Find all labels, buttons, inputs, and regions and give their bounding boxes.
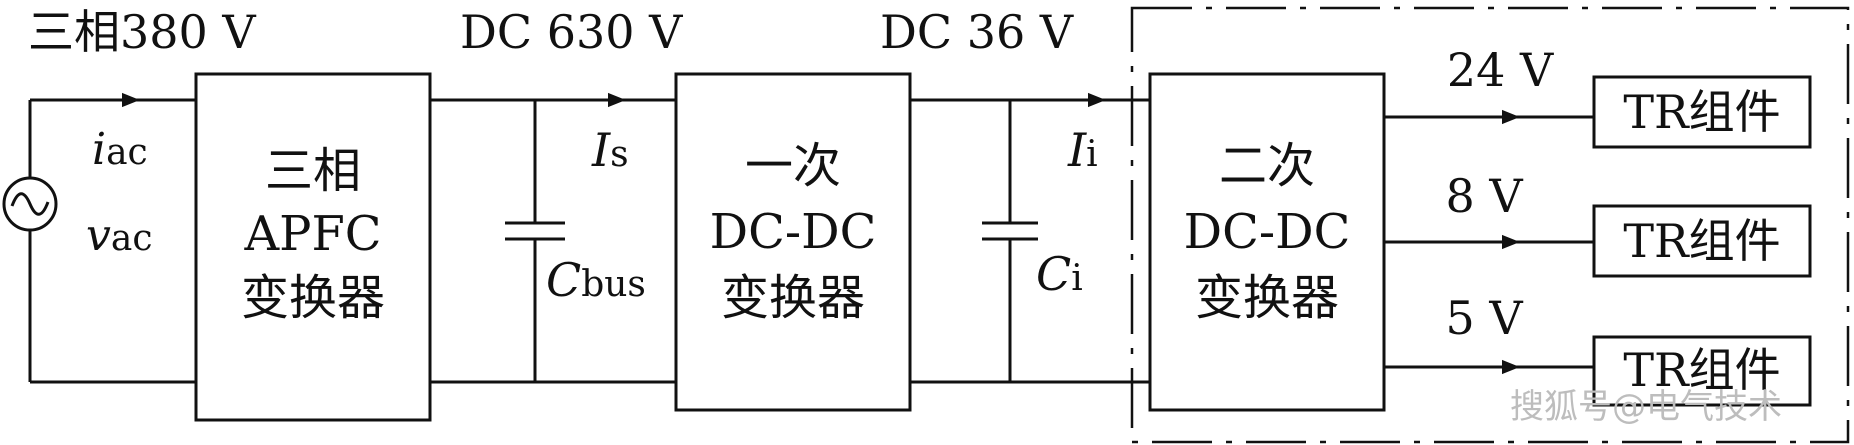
- apfc-line-1: 三相: [265, 143, 361, 199]
- output-24v-label: 24 V: [1447, 43, 1554, 97]
- i-ac-label: iac: [92, 124, 148, 175]
- secondary-stage-enclosure: [1130, 6, 1850, 444]
- watermark: 搜狐号@电气技术: [1510, 387, 1782, 427]
- apfc-line-2: APFC: [244, 206, 382, 262]
- tr-module-3: [1592, 335, 1812, 407]
- bus-voltage-label: DC 630 V: [460, 5, 683, 59]
- mid-voltage-label: DC 36 V: [880, 5, 1074, 59]
- dcdc1-line-3: 变换器: [721, 270, 865, 326]
- tr-module-1: [1592, 75, 1812, 149]
- tr-module-2-label: TR组件: [1623, 214, 1780, 268]
- output-8v-label: 8 V: [1445, 169, 1523, 223]
- tr-module-1-label: TR组件: [1623, 85, 1780, 139]
- apfc-line-3: 变换器: [241, 270, 385, 326]
- c-bus-label: Cbus: [546, 253, 646, 307]
- input-voltage-label: 三相380 V: [28, 5, 256, 59]
- sine-wave-icon: [10, 192, 50, 216]
- dcdc2-line-2: DC-DC: [1184, 204, 1351, 260]
- dcdc1-line-2: DC-DC: [710, 204, 877, 260]
- c-i-label: Ci: [1036, 247, 1083, 301]
- i-s-label: Is: [591, 123, 629, 177]
- output-5v-label: 5 V: [1445, 291, 1523, 345]
- dcdc1-line-1: 一次: [745, 138, 841, 194]
- dcdc2-line-1: 二次: [1219, 138, 1315, 194]
- primary-dcdc-block: [674, 72, 912, 412]
- tr-module-3-label: TR组件: [1623, 343, 1780, 397]
- apfc-converter-block: [194, 72, 432, 422]
- tr-module-2: [1592, 204, 1812, 278]
- v-ac-label: vac: [86, 210, 152, 261]
- i-i-label: Ii: [1067, 123, 1098, 177]
- dcdc2-line-3: 变换器: [1195, 270, 1339, 326]
